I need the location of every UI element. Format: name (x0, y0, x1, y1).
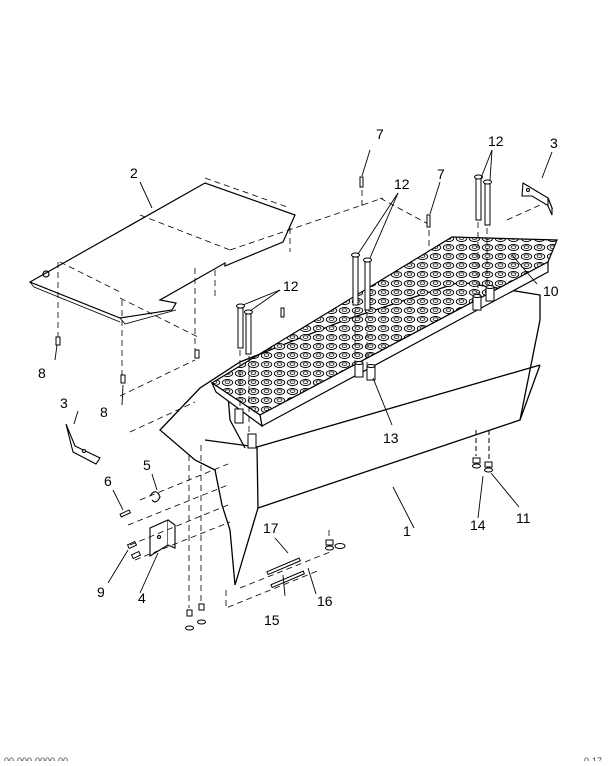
plate-phantom-lines (57, 177, 431, 378)
callout-8-upper: 8 (38, 365, 46, 381)
mounting-bracket-left (65, 423, 101, 465)
clip-5 (149, 491, 161, 503)
callout-12-top: 12 (488, 133, 504, 149)
callout-5: 5 (143, 457, 151, 473)
callout-3-right: 3 (550, 135, 558, 151)
callout-9: 9 (97, 584, 105, 600)
bottom-left-bolts (185, 603, 206, 631)
screws-12 (236, 174, 492, 355)
callout-11: 11 (516, 510, 531, 526)
callout-12-middle: 12 (394, 176, 410, 192)
bolts-9-6 (119, 509, 142, 560)
figure-id-left: 00-000-0000-00 (4, 756, 68, 761)
callout-labels: 1 2 3 3 4 5 6 7 7 8 8 9 10 11 12 12 12 1… (38, 126, 559, 628)
leader-lines (54, 149, 553, 597)
callout-7-left: 7 (376, 126, 384, 142)
callout-17: 17 (263, 520, 279, 536)
callout-6: 6 (104, 473, 112, 489)
callout-15: 15 (264, 612, 280, 628)
figure-id-right: 0-17 (584, 756, 602, 761)
callout-16: 16 (317, 593, 333, 609)
callout-13: 13 (383, 430, 399, 446)
assembly-phantom-lines (119, 190, 541, 609)
small-bolts (55, 176, 431, 384)
callout-12-left: 12 (283, 278, 299, 294)
callout-8-lower: 8 (100, 404, 108, 420)
spacers-13 (234, 285, 495, 449)
washers-nuts-right (472, 430, 493, 473)
callout-4: 4 (138, 590, 146, 606)
mounting-bracket-right (521, 182, 554, 216)
callout-2: 2 (130, 165, 138, 181)
bracket-4 (149, 519, 176, 557)
callout-7-right: 7 (437, 166, 445, 182)
callout-3-left: 3 (60, 395, 68, 411)
callout-10: 10 (543, 283, 559, 299)
pins-15-16-17 (266, 539, 346, 589)
callout-14: 14 (470, 517, 486, 533)
gasket-plate (28, 182, 296, 325)
callout-1: 1 (403, 523, 411, 539)
